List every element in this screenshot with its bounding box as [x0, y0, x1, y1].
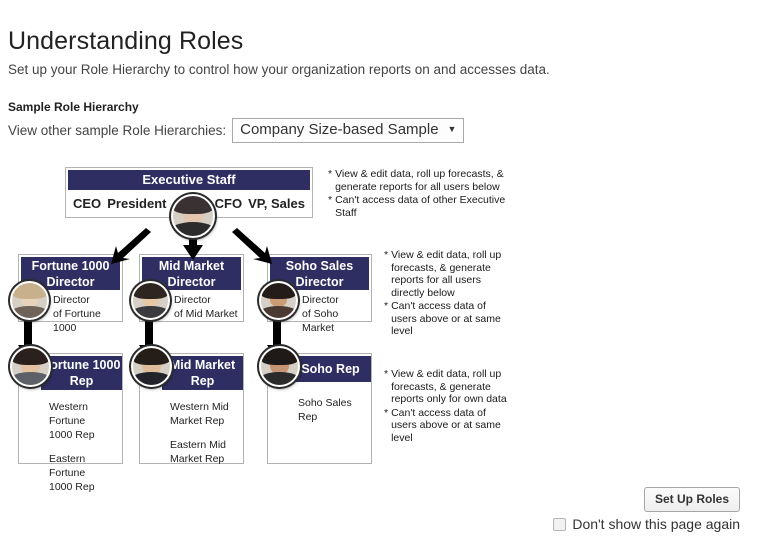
avatar-fortune-1000-rep: [10, 346, 51, 387]
node-mid-market-director: Mid Market Director Director of Mid Mark…: [139, 254, 244, 322]
node-soho-sales-director-title: Soho Sales Director: [270, 257, 369, 290]
node-line: of Mid Market: [174, 308, 238, 320]
avatar-executive: [171, 194, 215, 238]
annotation-text: View & edit data, roll up forecasts, & g…: [335, 168, 504, 193]
bullet-icon: *: [384, 300, 389, 312]
node-line: 1000 Rep: [49, 429, 95, 441]
node-executive-staff: Executive Staff CEO President CFO VP, Sa…: [65, 167, 313, 218]
node-mid-market-director-body: Director of Mid Market: [140, 290, 243, 321]
annotation-text: Can't access data of other Executive Sta…: [335, 194, 506, 219]
arrow-exec-to-midmarket-director: [183, 222, 203, 260]
annotation-bullet-row: * View & edit data, roll up forecasts, &…: [384, 249, 508, 299]
node-soho-rep-body: Soho Sales Rep: [268, 394, 371, 424]
exec-member: CEO: [73, 196, 102, 211]
bullet-icon: *: [384, 368, 389, 380]
avatar-soho-sales-director: [259, 281, 298, 320]
node-line-spacer: [170, 428, 237, 438]
page-subtitle: Set up your Role Hierarchy to control ho…: [8, 62, 550, 77]
sample-hierarchy-selected-value: Company Size-based Sample: [240, 121, 439, 138]
annotation-text: View & edit data, roll up forecasts, & g…: [391, 249, 502, 299]
node-line: Soho Sales Rep: [298, 397, 352, 423]
node-line: 1000 Rep: [49, 481, 95, 493]
annotation-text: Can't access data of users above or at s…: [391, 300, 501, 337]
annotation-executive: * View & edit data, roll up forecasts, &…: [328, 168, 514, 220]
sample-hierarchy-selector-label: View other sample Role Hierarchies:: [8, 123, 227, 138]
exec-member: VP, Sales: [248, 196, 305, 211]
node-executive-staff-title: Executive Staff: [68, 170, 310, 190]
sample-hierarchy-select[interactable]: Company Size-based Sample ▼: [232, 118, 465, 143]
node-line: Eastern Mid: [170, 439, 227, 451]
bullet-icon: *: [384, 406, 389, 419]
node-mid-market-rep-title: Mid Market Rep: [162, 356, 243, 390]
exec-member: President: [107, 196, 167, 211]
node-soho-rep: Soho Rep Soho Sales Rep: [267, 353, 372, 464]
annotation-director: * View & edit data, roll up forecasts, &…: [384, 249, 508, 339]
arrow-exec-to-soho-director: [232, 228, 272, 264]
dont-show-again-checkbox[interactable]: [553, 517, 567, 531]
node-mid-market-rep-body: Western Mid Market Rep Eastern Mid Marke…: [140, 398, 243, 466]
annotation-bullet-row: * Can't access data of users above or at…: [384, 300, 508, 338]
bullet-icon: *: [328, 194, 333, 206]
avatar-mid-market-rep: [131, 346, 172, 387]
node-line: Director: [302, 294, 339, 306]
section-label: Sample Role Hierarchy: [8, 100, 139, 114]
annotation-bullet-row: * Can't access data of users above or at…: [384, 407, 508, 445]
avatar-soho-rep: [259, 346, 300, 387]
dont-show-again-label: Don't show this page again: [572, 516, 740, 532]
node-line: of Soho Market: [302, 308, 339, 334]
node-mid-market-director-title: Mid Market Director: [142, 257, 241, 290]
node-line: of Fortune 1000: [53, 308, 101, 334]
node-executive-staff-members: CEO President CFO VP, Sales: [66, 190, 312, 217]
node-fortune-1000-director-title: Fortune 1000 Director: [21, 257, 120, 290]
node-line: Director: [53, 294, 90, 306]
bullet-icon: *: [384, 249, 389, 261]
page-title: Understanding Roles: [8, 26, 244, 55]
setup-roles-button[interactable]: Set Up Roles: [643, 487, 740, 512]
avatar-mid-market-director: [131, 281, 170, 320]
node-mid-market-rep: Mid Market Rep Western Mid Market Rep Ea…: [139, 353, 244, 466]
node-line: Western Mid: [170, 401, 229, 413]
annotation-rep: * View & edit data, roll up forecasts, &…: [384, 368, 508, 445]
node-fortune-1000-director-body: Director of Fortune 1000: [19, 290, 122, 335]
bullet-icon: *: [328, 168, 333, 180]
annotation-text: View & edit data, roll up forecasts, & g…: [391, 368, 507, 405]
node-line-spacer: [49, 442, 116, 452]
dont-show-again-row: Don't show this page again: [553, 516, 740, 532]
node-fortune-1000-rep-body: Western Fortune 1000 Rep Eastern Fortune…: [19, 398, 122, 494]
annotation-bullet-row: * Can't access data of other Executive S…: [328, 194, 514, 219]
arrow-exec-to-fortune-director: [111, 228, 151, 264]
chevron-down-icon: ▼: [447, 124, 457, 134]
node-line: Western Fortune: [49, 401, 88, 427]
exec-member: CFO: [214, 196, 243, 211]
node-line: Director: [174, 294, 211, 306]
annotation-text: Can't access data of users above or at s…: [391, 406, 501, 444]
sample-hierarchy-selector-row: View other sample Role Hierarchies: Comp…: [8, 118, 465, 143]
role-hierarchy-diagram: Executive Staff CEO President CFO VP, Sa…: [0, 150, 768, 493]
node-fortune-1000-rep-title: Fortune 1000 Rep: [41, 356, 122, 390]
node-soho-sales-director-body: Director of Soho Market: [268, 290, 371, 335]
annotation-bullet-row: * View & edit data, roll up forecasts, &…: [384, 368, 508, 406]
node-fortune-1000-director: Fortune 1000 Director Director of Fortun…: [18, 254, 123, 334]
node-soho-rep-title: Soho Rep: [290, 356, 371, 382]
node-line: Eastern Fortune: [49, 453, 86, 479]
node-line: Market Rep: [170, 415, 225, 427]
avatar-fortune-1000-director: [10, 281, 49, 320]
node-line: Market Rep: [170, 453, 225, 465]
annotation-bullet-row: * View & edit data, roll up forecasts, &…: [328, 168, 514, 193]
